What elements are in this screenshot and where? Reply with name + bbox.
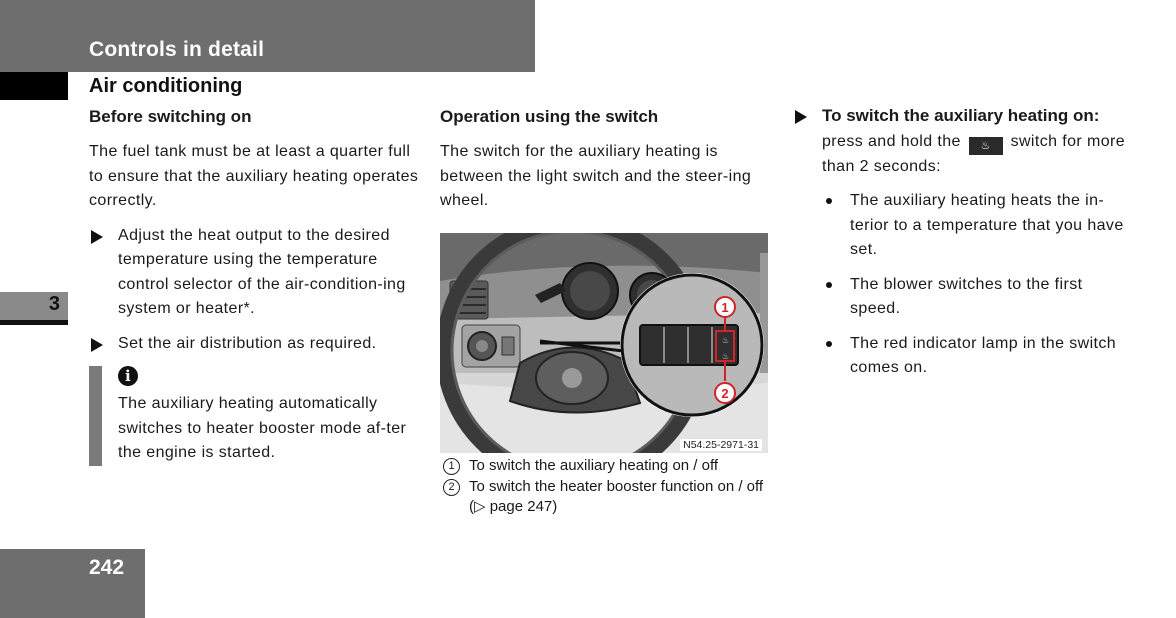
header-band [0, 0, 535, 72]
callout-1-marker [714, 296, 736, 318]
column-operation: Operation using the switch The switch fo… [440, 104, 770, 224]
step-arrow-icon [795, 110, 807, 124]
heading-before-switching-on: Before switching on [89, 107, 252, 126]
dashboard-figure: ♨ ♨ 1 2 N54.25-2971-31 [440, 233, 768, 453]
caption-item: 2 To switch the heater booster function … [443, 477, 768, 518]
switch-on-heading: To switch the auxiliary heating on: [822, 106, 1100, 125]
heading-operation-switch: Operation using the switch [440, 107, 659, 126]
switch-on-results: The auxiliary heating heats the in-terio… [822, 189, 1133, 381]
section-marker-tab [0, 72, 68, 100]
dashboard-illustration: ♨ ♨ 1 2 [440, 233, 768, 453]
section-title: Air conditioning [89, 75, 243, 97]
switch-on-text-post: switch for more than 2 seconds: [822, 132, 1126, 175]
callout-2-label: 2 [721, 386, 728, 401]
page-number: 242 [89, 556, 125, 579]
chapter-tab: 3 [0, 292, 68, 325]
caption-number: 1 [443, 458, 460, 475]
fuel-tank-paragraph: The fuel tank must be at least a quarter… [89, 143, 419, 209]
heating-switch-icon: ♨ [968, 136, 1003, 155]
switch-location-paragraph: The switch for the auxiliary heating is … [440, 143, 752, 209]
column-before-switching-on: Before switching on The fuel tank must b… [89, 104, 419, 466]
callout-1-label: 1 [721, 300, 728, 315]
chapter-number: 3 [48, 293, 60, 315]
svg-text:♨: ♨ [722, 336, 729, 345]
caption-number: 2 [443, 478, 460, 496]
info-note-text: The auxiliary heating automatically swit… [118, 395, 407, 461]
column-switch-on: To switch the auxiliary heating on: pres… [793, 104, 1133, 391]
list-item: The red indicator lamp in the switch com… [826, 332, 1133, 381]
page-number-box [0, 549, 145, 618]
callout-2-marker [714, 382, 736, 404]
info-icon: i [118, 366, 138, 386]
step-switch-on: To switch the auxiliary heating on: pres… [793, 104, 1133, 381]
step-adjust-heat-text: Adjust the heat output to the desired te… [118, 226, 406, 318]
step-air-distribution: Set the air distribution as required. [89, 332, 419, 357]
svg-text:♨: ♨ [722, 352, 729, 361]
caption-item: 1 To switch the auxiliary heating on / o… [443, 456, 768, 477]
step-adjust-heat: Adjust the heat output to the desired te… [89, 224, 419, 322]
figure-code: N54.25-2971-31 [680, 439, 762, 451]
switch-on-text-pre: press and hold the [822, 132, 961, 150]
list-item: The auxiliary heating heats the in-terio… [826, 189, 1133, 263]
caption-text: To switch the heater booster function on… [469, 477, 764, 516]
list-item: The blower switches to the first speed. [826, 273, 1133, 322]
figure-captions: 1 To switch the auxiliary heating on / o… [443, 456, 768, 518]
info-note: i The auxiliary heating automatically sw… [89, 366, 419, 466]
step-arrow-icon [91, 229, 103, 244]
chapter-header-title: Controls in detail [89, 38, 265, 61]
note-bar [89, 366, 102, 466]
step-air-distribution-text: Set the air distribution as required. [118, 334, 377, 352]
caption-text: To switch the auxiliary heating on / off [469, 457, 719, 474]
step-arrow-icon [91, 337, 103, 352]
